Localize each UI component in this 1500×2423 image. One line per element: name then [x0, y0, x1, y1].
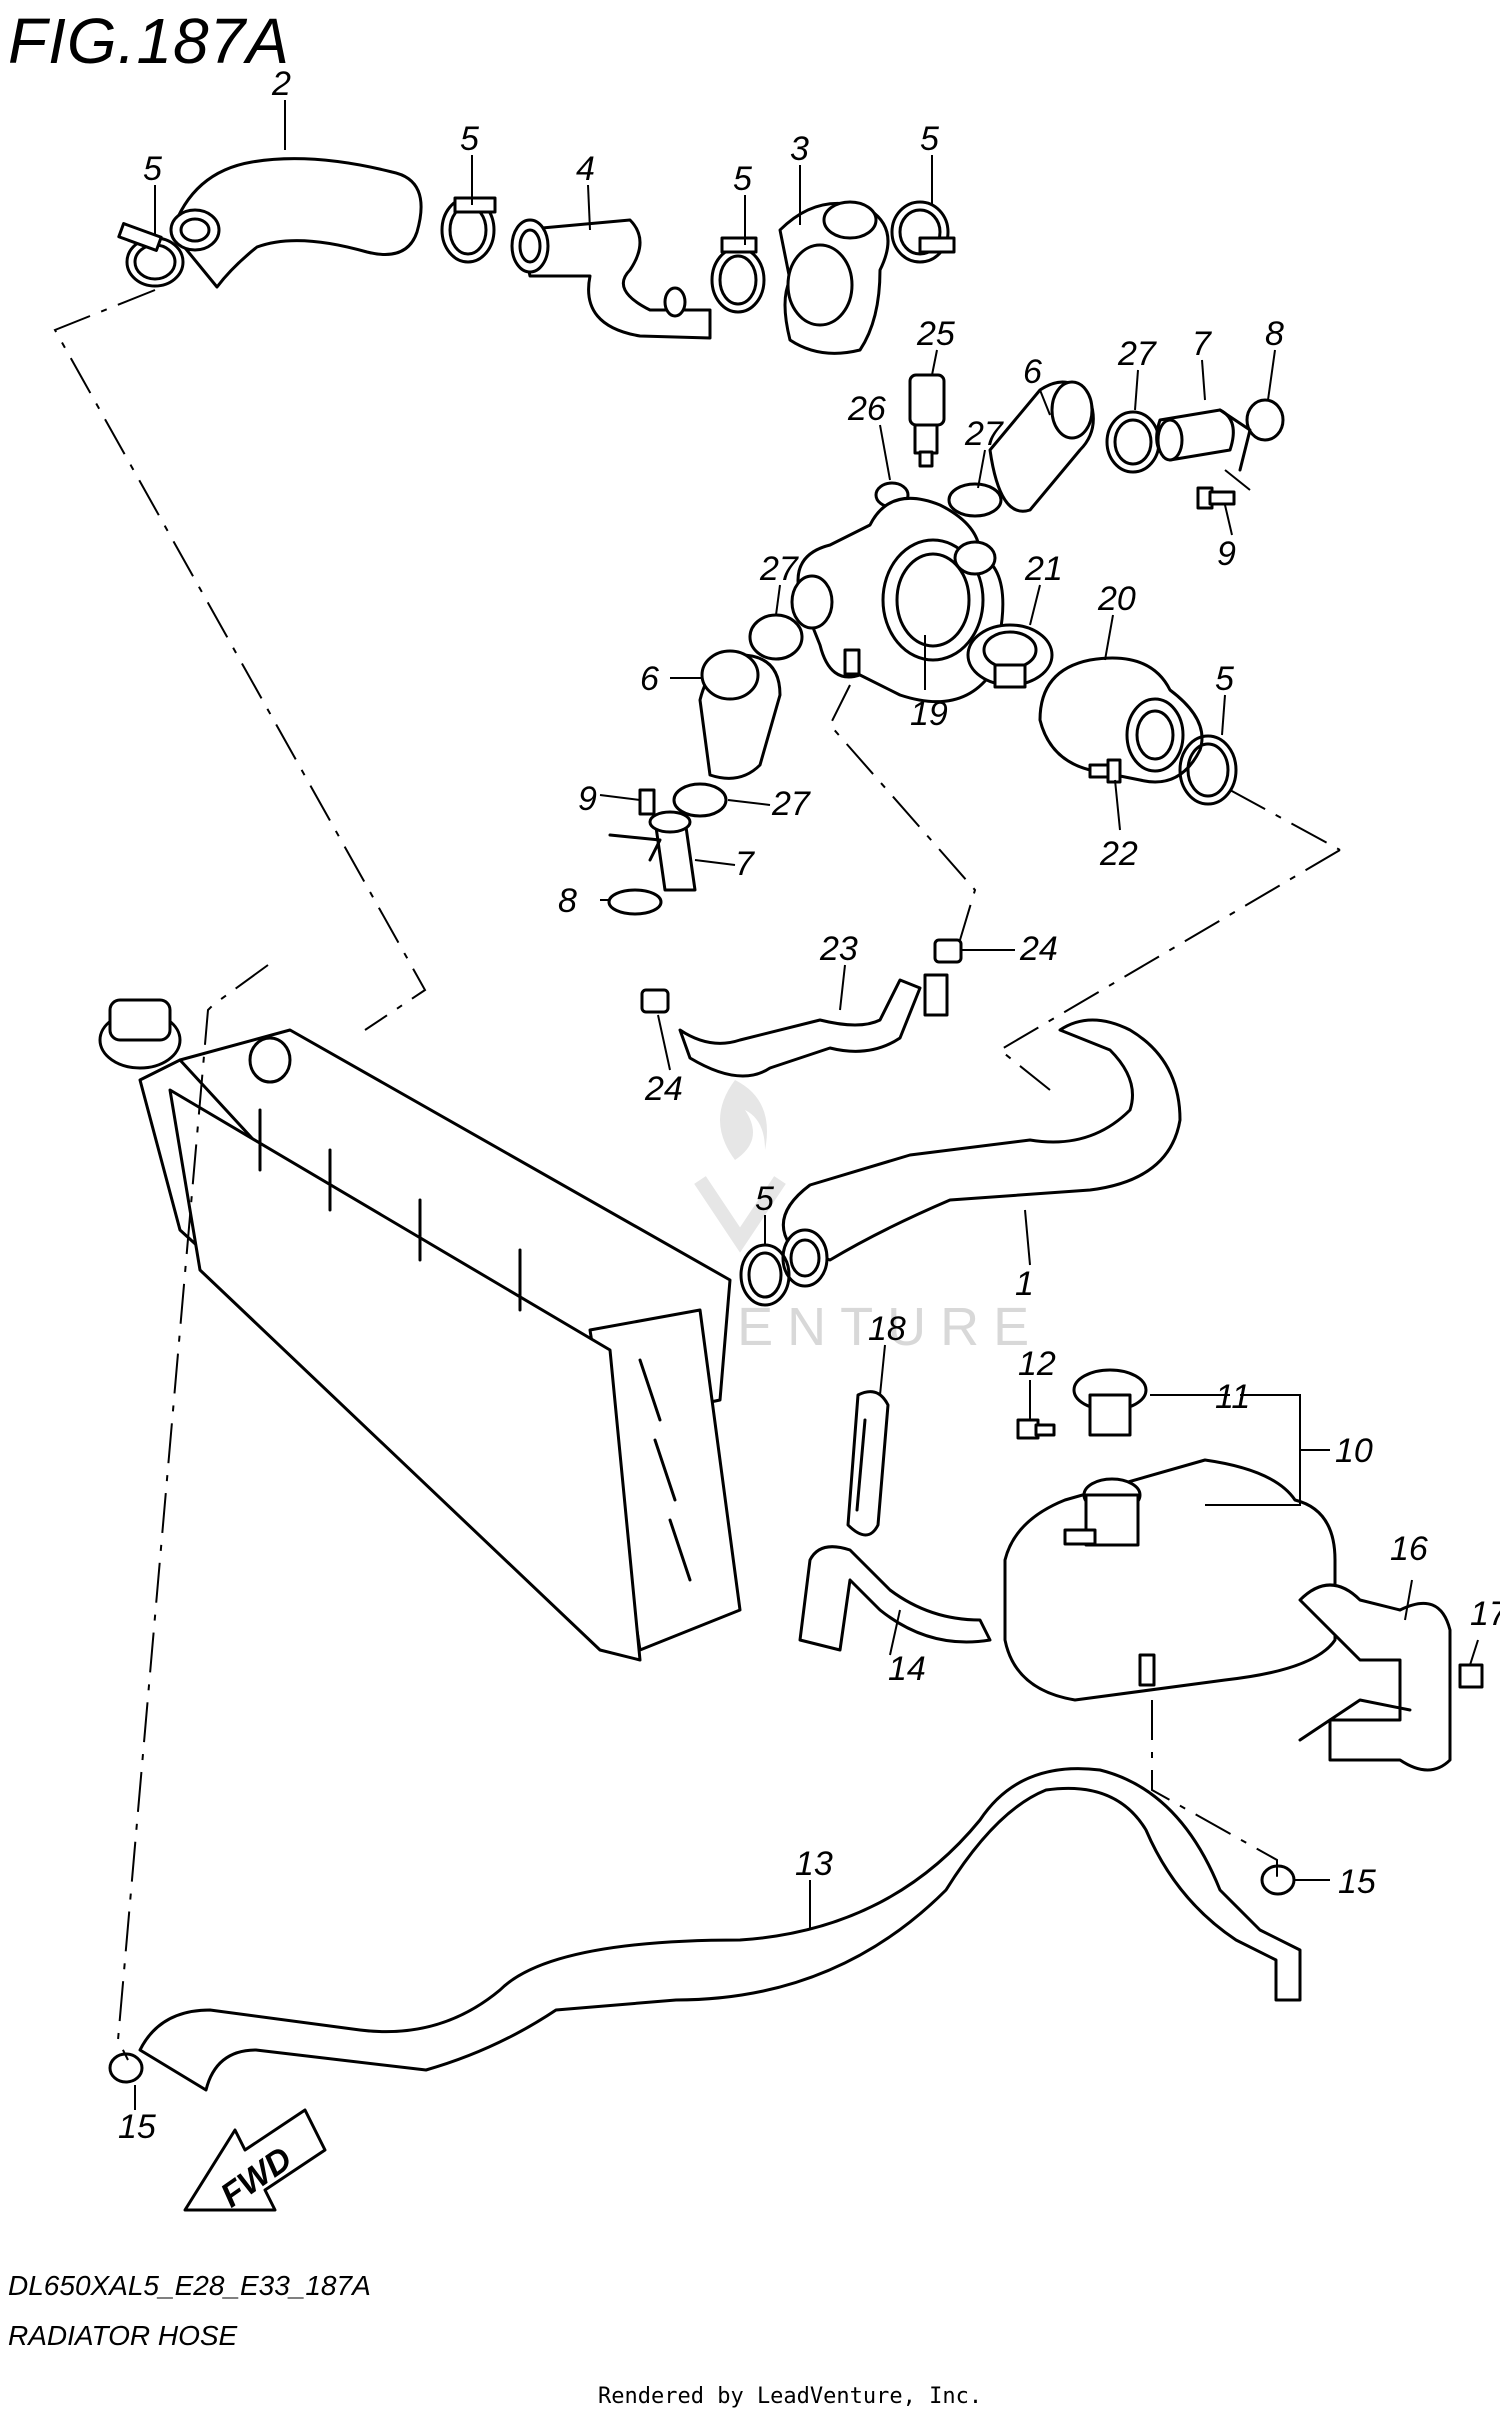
clamp-5-e: [1178, 734, 1238, 806]
clamp-27-c: [748, 613, 804, 661]
callout-12: 12: [1018, 1345, 1056, 1383]
figure-title: FIG.187A: [8, 5, 290, 77]
callout-11: 11: [1215, 1378, 1250, 1416]
callout-27-c: 27: [759, 550, 799, 588]
callout-21: 21: [1024, 550, 1063, 588]
reservoir-10: [1003, 1458, 1337, 1702]
callout-20: 20: [1097, 580, 1136, 618]
sensor-25: [908, 373, 946, 468]
callout-7-b: 7: [735, 845, 755, 883]
callout-10: 10: [1335, 1432, 1373, 1470]
callout-24-a: 24: [1019, 930, 1058, 968]
clamp-27-a: [1105, 410, 1161, 474]
clamp-24-a: [933, 938, 963, 964]
figure-name: RADIATOR HOSE: [8, 2320, 238, 2351]
callout-9-a: 9: [1217, 535, 1236, 573]
callout-18: 18: [868, 1310, 906, 1348]
oring-8-a: [1245, 398, 1285, 442]
callout-labels: 2 5 5 4 5 3 5 25 26 6 27 7 8 9 27 21 20 …: [118, 65, 1500, 2146]
callout-19: 19: [910, 695, 948, 733]
bolt-22: [1088, 758, 1122, 784]
thermostat-21: [966, 623, 1054, 689]
radiator: [98, 998, 742, 1662]
pipe-4: [510, 218, 712, 340]
hose-14: [798, 1545, 992, 1652]
callout-13: 13: [795, 1845, 833, 1883]
callout-5-e: 5: [1215, 660, 1234, 698]
callout-8-a: 8: [1265, 315, 1284, 353]
bolt-17: [1458, 1663, 1484, 1689]
elbow-hose-3: [778, 200, 890, 355]
clamp-5-a: [117, 222, 185, 288]
hose-13: [138, 1767, 1302, 2092]
callout-6-b: 6: [640, 660, 659, 698]
hose-23: [678, 973, 949, 1078]
model-code: DL650XAL5_E28_E33_187A: [8, 2270, 371, 2301]
clamp-5-c: [710, 236, 766, 314]
render-credit: Rendered by LeadVenture, Inc.: [598, 2384, 983, 2409]
callout-15-a: 15: [118, 2108, 156, 2146]
callout-23: 23: [819, 930, 858, 968]
callout-1: 1: [1015, 1265, 1034, 1303]
clamp-5-f: [739, 1243, 791, 1307]
oring-8-b: [607, 888, 663, 916]
callout-24-b: 24: [644, 1070, 683, 1108]
bracket-16: [1298, 1583, 1452, 1772]
callout-6-a: 6: [1023, 353, 1042, 391]
clamp-5-b: [440, 196, 497, 264]
cap-11: [1072, 1368, 1148, 1437]
bolt-9-a: [1196, 486, 1236, 510]
callout-26: 26: [847, 390, 886, 428]
callout-27-d: 27: [771, 785, 811, 823]
clamp-27-b: [947, 482, 1003, 518]
callout-27-b: 27: [964, 415, 1004, 453]
callout-17: 17: [1470, 1595, 1500, 1633]
bolt-9-b: [638, 788, 656, 816]
leader-lines: [134, 100, 1479, 2110]
hose-1: [781, 1018, 1182, 1288]
strap-18: [846, 1390, 890, 1537]
callout-5-f: 5: [755, 1180, 774, 1218]
callout-8-b: 8: [558, 882, 577, 920]
callout-16: 16: [1390, 1530, 1428, 1568]
callout-15-b: 15: [1338, 1863, 1376, 1901]
callout-5-b: 5: [460, 120, 479, 158]
hose-2: [169, 157, 423, 289]
callout-2: 2: [271, 65, 291, 103]
screw-12: [1016, 1418, 1056, 1440]
fitting-7-a: [1155, 408, 1252, 472]
clamp-27-d: [672, 782, 728, 818]
reference-lines: [53, 289, 1341, 2061]
callout-5-a: 5: [143, 150, 162, 188]
callout-14: 14: [888, 1650, 926, 1688]
callout-25: 25: [916, 315, 955, 353]
clamp-5-d: [890, 200, 956, 264]
hose-6-b: [698, 649, 782, 780]
fwd-arrow: FWD: [183, 2108, 327, 2215]
callout-9-b: 9: [578, 780, 597, 818]
thermostat-housing-19: [790, 496, 1005, 704]
callout-3: 3: [790, 130, 809, 168]
callout-5-c: 5: [733, 160, 752, 198]
hose-6-a: [988, 380, 1095, 513]
callout-27-a: 27: [1117, 335, 1157, 373]
callout-7-a: 7: [1192, 325, 1212, 363]
callout-22: 22: [1099, 835, 1138, 873]
callout-5-d: 5: [920, 120, 939, 158]
fitting-7-b: [608, 810, 697, 892]
thermostat-cap-20: [1038, 656, 1204, 784]
callout-4: 4: [576, 150, 595, 188]
clamp-24-b: [640, 988, 670, 1014]
